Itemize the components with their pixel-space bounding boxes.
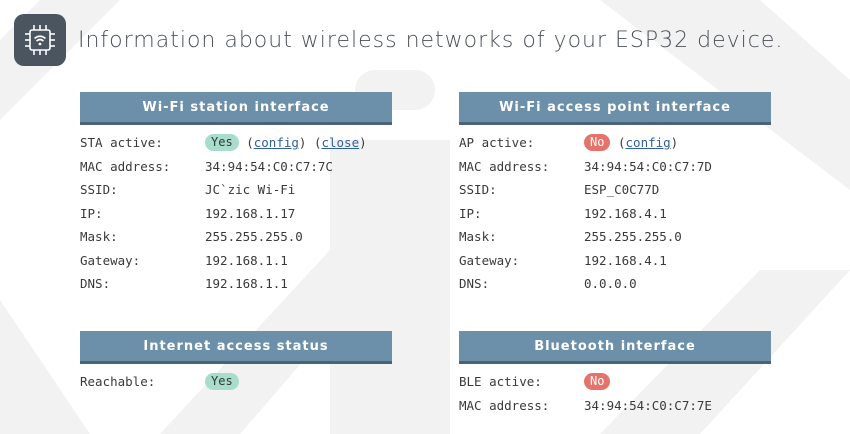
ap-mac-value: 34:94:54:C0:C7:7D: [584, 158, 712, 174]
sta-mask-value: 255.255.255.0: [205, 229, 303, 245]
sta-gateway-label: Gateway:: [80, 252, 141, 268]
ble-mac-row: MAC address: 34:94:54:C0:C7:7E: [459, 394, 771, 418]
ble-active-badge: No: [584, 373, 611, 391]
ble-active-row: BLE active: No: [459, 370, 771, 394]
bluetooth-panel: Bluetooth interface BLE active: No MAC a…: [459, 331, 771, 417]
internet-panel-title: Internet access status: [80, 331, 392, 364]
sta-active-label: STA active:: [80, 135, 163, 151]
page-header: Information about wireless networks of y…: [14, 14, 783, 66]
sta-ip-label: IP:: [80, 205, 103, 221]
sta-ssid-value: JC`zic Wi-Fi: [205, 182, 296, 198]
ble-active-label: BLE active:: [459, 374, 542, 390]
sta-gateway-value: 192.168.1.1: [205, 252, 288, 268]
ap-dns-value: 0.0.0.0: [584, 276, 637, 292]
ap-ip-label: IP:: [459, 205, 482, 221]
ap-active-label: AP active:: [459, 135, 535, 151]
ap-active-row: AP active: No (config): [459, 134, 679, 152]
sta-active-badge: Yes: [205, 134, 239, 152]
ap-gateway-value: 192.168.4.1: [584, 252, 667, 268]
ap-ssid-row: SSID: ESP_C0C77D: [459, 178, 771, 202]
ap-ip-value: 192.168.4.1: [584, 205, 667, 221]
sta-gateway-row: Gateway: 192.168.1.1: [80, 249, 392, 273]
ap-active-badge: No: [584, 134, 611, 152]
ap-dns-row: DNS: 0.0.0.0: [459, 272, 771, 296]
ap-mac-label: MAC address:: [459, 158, 550, 174]
ap-ssid-value: ESP_C0C77D: [584, 182, 660, 198]
sta-config-link[interactable]: config: [253, 135, 299, 151]
reachable-badge: Yes: [205, 373, 239, 391]
reachable-row: Reachable: Yes: [80, 370, 392, 394]
ap-mask-label: Mask:: [459, 229, 497, 245]
wifi-chip-icon: [14, 14, 66, 66]
sta-dns-value: 192.168.1.1: [205, 276, 288, 292]
sta-ip-value: 192.168.1.17: [205, 205, 296, 221]
sta-mask-row: Mask: 255.255.255.0: [80, 225, 392, 249]
station-panel-title: Wi-Fi station interface: [80, 92, 392, 125]
ap-mask-value: 255.255.255.0: [584, 229, 682, 245]
ap-mac-row: MAC address: 34:94:54:C0:C7:7D: [459, 155, 771, 179]
ap-config-link[interactable]: config: [625, 135, 671, 151]
ap-gateway-row: Gateway: 192.168.4.1: [459, 249, 771, 273]
ble-mac-value: 34:94:54:C0:C7:7E: [584, 397, 712, 413]
sta-mac-row: MAC address: 34:94:54:C0:C7:7C: [80, 155, 392, 179]
page-title: Information about wireless networks of y…: [78, 27, 784, 53]
internet-panel: Internet access status Reachable: Yes: [80, 331, 392, 394]
ap-gateway-label: Gateway:: [459, 252, 520, 268]
sta-mac-value: 34:94:54:C0:C7:7C: [205, 158, 333, 174]
access-point-panel-title: Wi-Fi access point interface: [459, 92, 771, 125]
sta-dns-row: DNS: 192.168.1.1: [80, 272, 392, 296]
sta-dns-label: DNS:: [80, 276, 111, 292]
ap-ssid-label: SSID:: [459, 182, 497, 198]
sta-ssid-row: SSID: JC`zic Wi-Fi: [80, 178, 392, 202]
station-panel: Wi-Fi station interface STA active: Yes …: [80, 92, 392, 296]
sta-active-row: STA active: Yes (config) (close): [80, 134, 367, 152]
ble-mac-label: MAC address:: [459, 397, 550, 413]
bluetooth-panel-title: Bluetooth interface: [459, 331, 771, 364]
sta-close-link[interactable]: close: [321, 135, 360, 151]
sta-ssid-label: SSID:: [80, 182, 118, 198]
sta-mac-label: MAC address:: [80, 158, 171, 174]
ap-dns-label: DNS:: [459, 276, 490, 292]
reachable-label: Reachable:: [80, 374, 156, 390]
ap-ip-row: IP: 192.168.4.1: [459, 202, 771, 226]
ap-mask-row: Mask: 255.255.255.0: [459, 225, 771, 249]
sta-mask-label: Mask:: [80, 229, 118, 245]
access-point-panel: Wi-Fi access point interface AP active: …: [459, 92, 771, 296]
sta-ip-row: IP: 192.168.1.17: [80, 202, 392, 226]
